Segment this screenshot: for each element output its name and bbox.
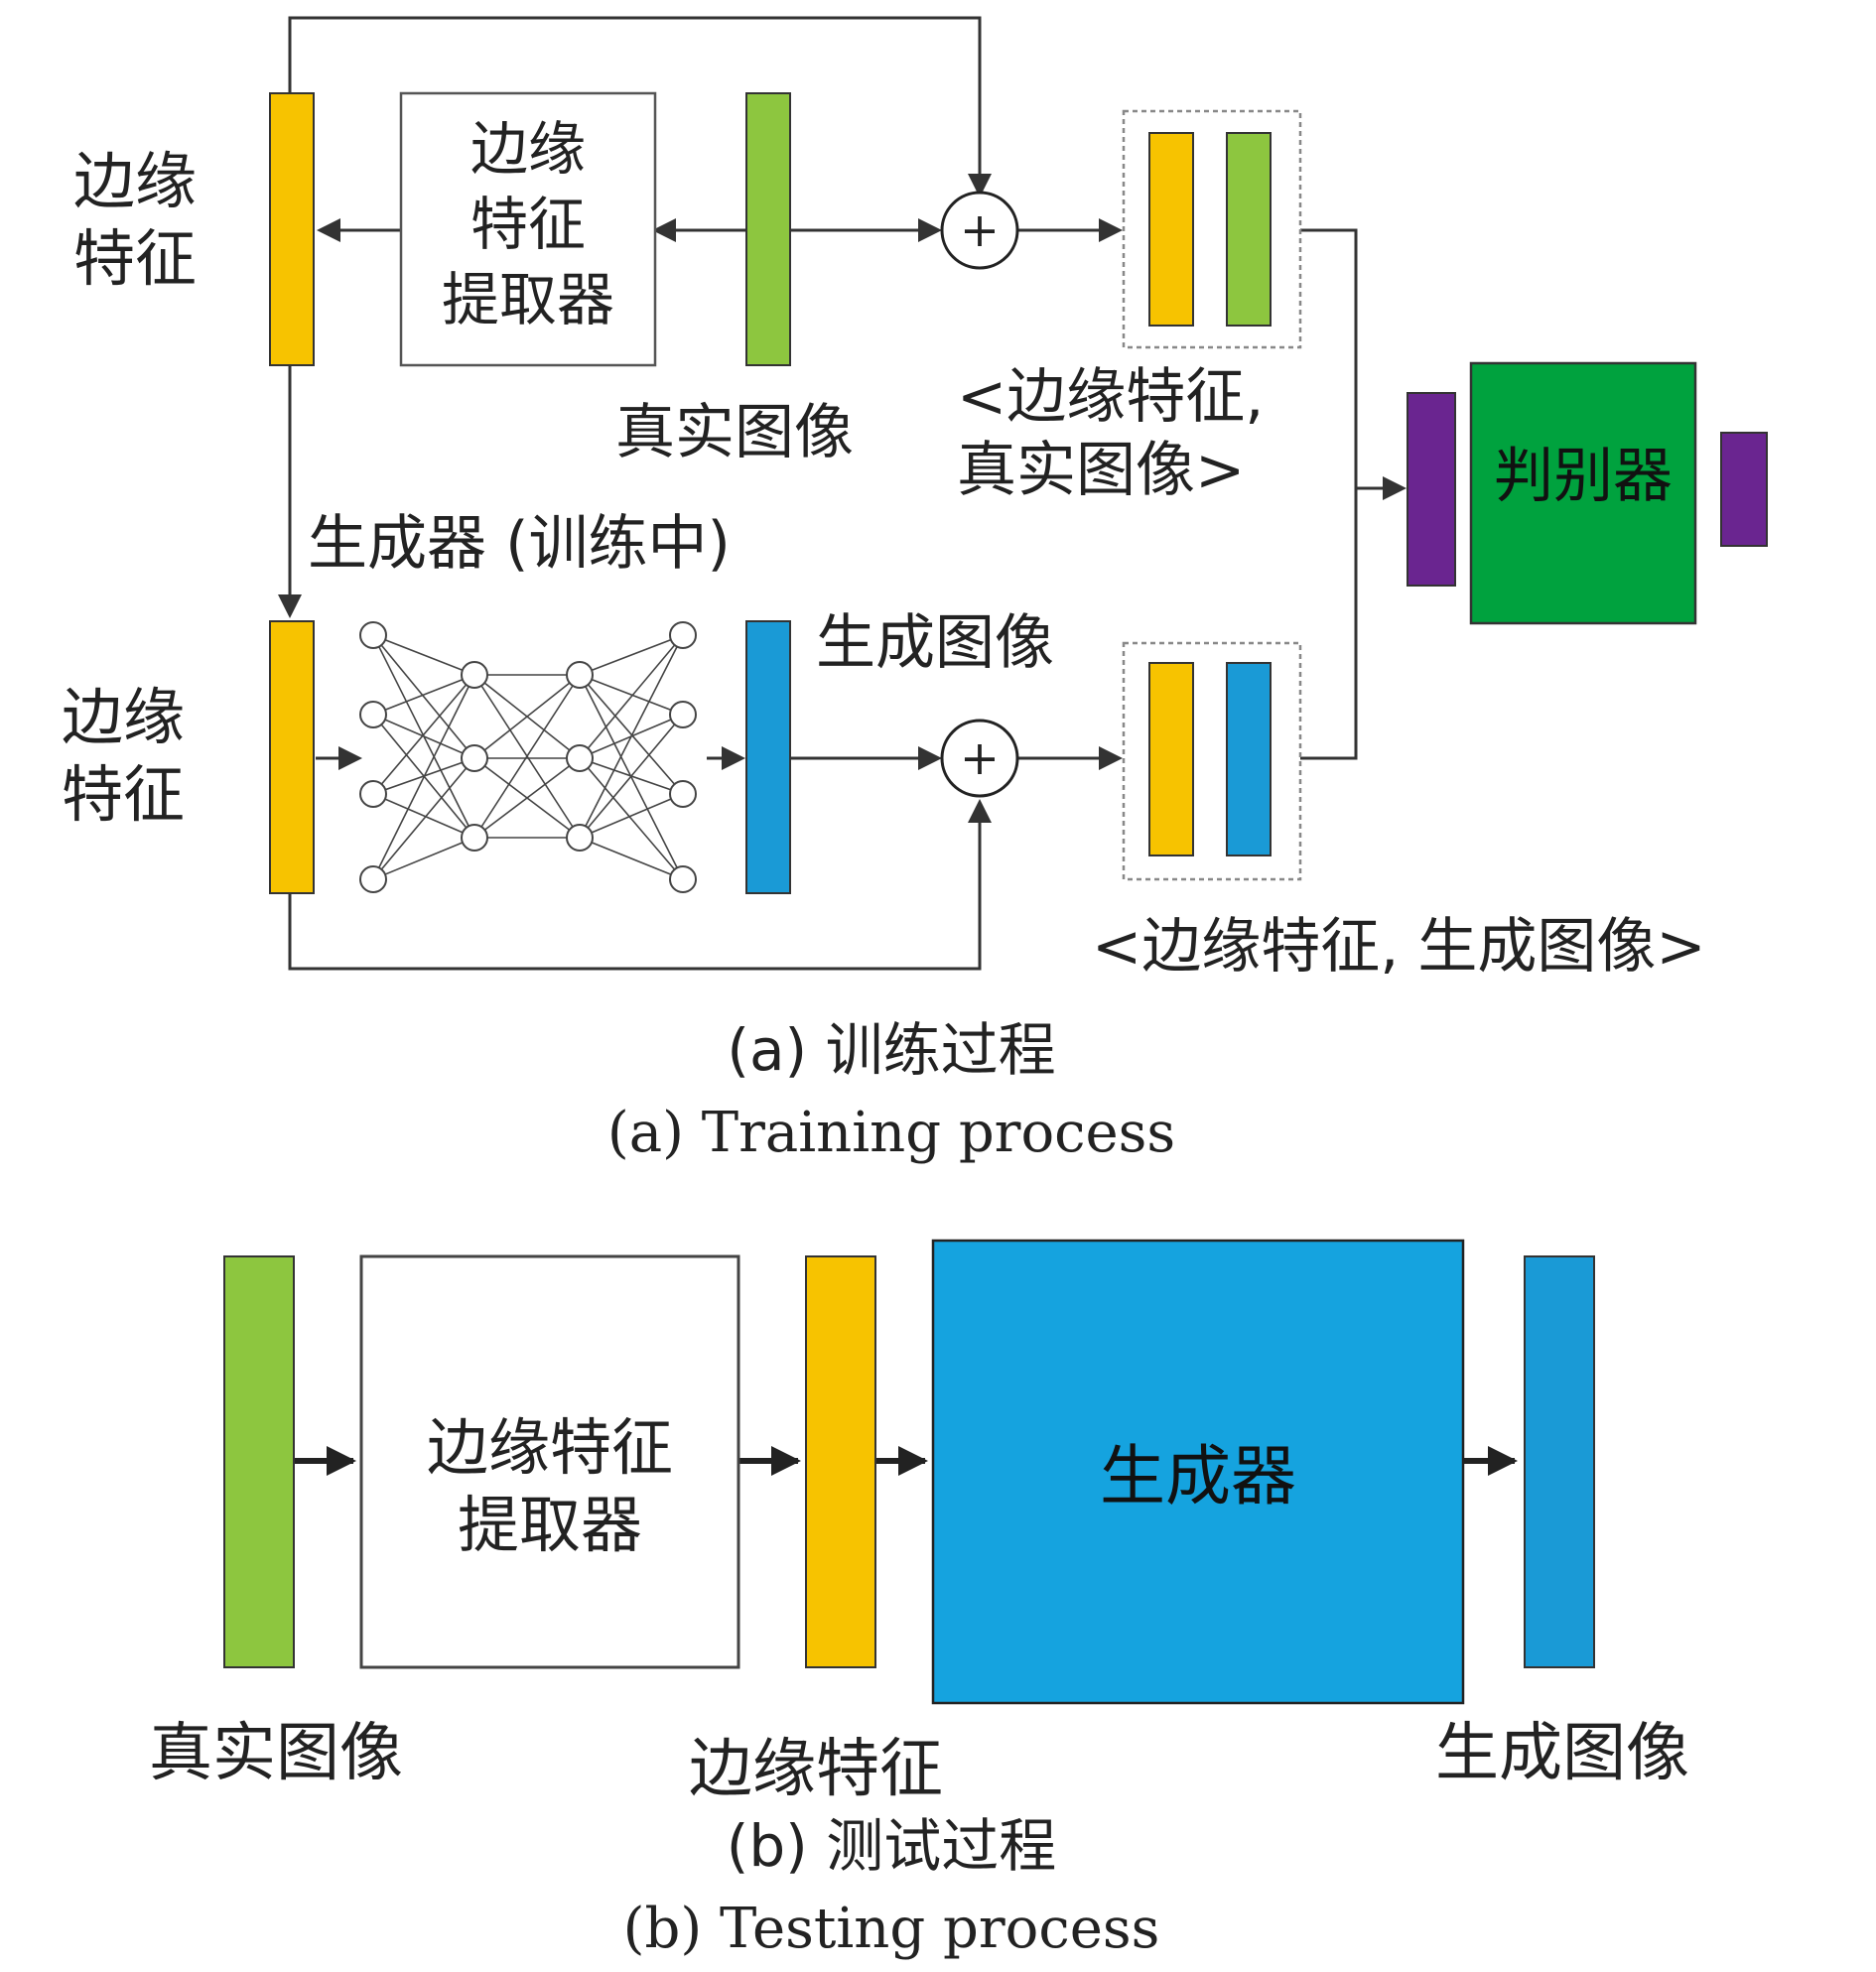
pair-generated-label: <边缘特征, 生成图像> — [1092, 912, 1706, 982]
pair-box-top — [1122, 109, 1302, 349]
text-line: 真实图像> — [957, 436, 1245, 505]
merge-line — [1300, 228, 1358, 760]
nn-node — [669, 865, 697, 893]
nn-connection — [579, 634, 684, 676]
text-line: 边缘 — [73, 145, 197, 217]
nn-node — [461, 824, 488, 852]
nn-node — [359, 780, 387, 808]
nn-connection — [372, 837, 475, 880]
plus-circle-top — [940, 191, 1019, 270]
generator-network-icon — [359, 621, 697, 893]
nn-connection — [372, 634, 475, 676]
edge-feature-label-test: 边缘特征 — [689, 1733, 943, 1806]
text-line: 特征 — [73, 222, 197, 295]
discriminator-input-bar — [1407, 392, 1456, 587]
discriminator-output-bar — [1720, 432, 1768, 547]
plus-symbol-top: + — [960, 202, 1000, 258]
nn-connection — [473, 757, 581, 839]
generated-image-label-top: 生成图像 — [816, 608, 1054, 678]
training-panel: 边缘特征提取器 + + 判别器 边缘特征 真实图像 <边缘特征,真实图像> 生成 — [62, 16, 1768, 1165]
generator-training-label: 生成器 (训练中) — [308, 509, 731, 579]
nn-node — [669, 621, 697, 649]
nn-connection — [473, 674, 581, 759]
skip-line-top — [288, 16, 992, 197]
nn-connection — [372, 674, 475, 716]
nn-connection — [579, 634, 684, 759]
nn-node — [461, 744, 488, 772]
nn-node — [566, 661, 594, 689]
nn-connection — [372, 757, 475, 880]
extractor-label-test: 边缘特征提取器 — [427, 1411, 673, 1561]
generator-box-test — [931, 1239, 1465, 1705]
discriminator-label: 判别器 — [1494, 442, 1673, 511]
pair-top-real-bar — [1226, 132, 1272, 327]
testing-caption-cn: (b) 测试过程 — [727, 1812, 1057, 1880]
nn-connection — [473, 674, 581, 839]
nn-connection — [372, 793, 475, 839]
real-image-bar-test — [223, 1255, 295, 1668]
text-line: <边缘特征, — [957, 362, 1264, 432]
edge-feature-bar-test — [805, 1255, 876, 1668]
nn-connection — [579, 714, 684, 839]
pair-bottom-edge-bar — [1148, 662, 1194, 856]
text-line: 提取器 — [442, 266, 614, 333]
edge-feature-label-top: 边缘特征 — [73, 145, 197, 295]
text-line: 边缘 — [62, 681, 185, 753]
training-caption-cn: (a) 训练过程 — [727, 1016, 1055, 1084]
skip-line-bottom — [288, 799, 992, 971]
text-line: 特征 — [62, 758, 185, 831]
nn-connection — [579, 674, 684, 716]
generated-image-bar-test — [1524, 1255, 1595, 1668]
real-image-label-test: 真实图像 — [149, 1717, 403, 1790]
nn-connection — [372, 674, 475, 795]
extractor-box-test — [359, 1254, 740, 1669]
generated-image-bar — [745, 620, 791, 894]
pair-real-label: <边缘特征,真实图像> — [957, 362, 1264, 505]
nn-connection — [579, 793, 684, 839]
text-line: 边缘特征 — [427, 1411, 673, 1484]
pair-box-bottom — [1122, 641, 1302, 881]
real-image-label-top: 真实图像 — [615, 398, 854, 467]
nn-node — [669, 780, 697, 808]
plus-circle-bottom — [940, 719, 1019, 798]
nn-node — [566, 824, 594, 852]
nn-node — [359, 865, 387, 893]
text-line: 提取器 — [458, 1489, 642, 1561]
testing-caption-en: (b) Testing process — [623, 1897, 1160, 1961]
nn-node — [359, 621, 387, 649]
extractor-box-top — [399, 91, 657, 367]
nn-connection — [579, 837, 684, 880]
plus-symbol-bottom: + — [960, 730, 1000, 786]
nn-connection — [579, 634, 684, 839]
pair-top-edge-bar — [1148, 132, 1194, 327]
generated-image-label-test: 生成图像 — [1435, 1717, 1689, 1790]
generator-label-test: 生成器 — [1100, 1438, 1296, 1514]
nn-connection — [372, 674, 475, 880]
real-image-bar-top — [745, 92, 791, 366]
text-line: 边缘 — [470, 115, 586, 183]
nn-node — [359, 701, 387, 728]
nn-connection — [372, 634, 475, 759]
pair-bottom-generated-bar — [1226, 662, 1272, 856]
nn-node — [566, 744, 594, 772]
discriminator-box — [1469, 361, 1697, 625]
extractor-label-top: 边缘特征提取器 — [442, 115, 614, 333]
edge-feature-bar-bottom — [269, 620, 315, 894]
nn-connection — [579, 757, 684, 880]
nn-connection — [372, 714, 475, 759]
edge-feature-bar-top — [269, 92, 315, 366]
edge-feature-label-bottom: 边缘特征 — [62, 681, 185, 831]
nn-node — [669, 701, 697, 728]
testing-panel: 边缘特征提取器 生成器 真实图像 边缘特征 生成图像 (b) 测试过程 (b) … — [149, 1239, 1689, 1961]
training-caption-en: (a) Training process — [607, 1101, 1175, 1165]
nn-connection — [579, 674, 684, 795]
nn-node — [461, 661, 488, 689]
text-line: 特征 — [470, 191, 586, 258]
